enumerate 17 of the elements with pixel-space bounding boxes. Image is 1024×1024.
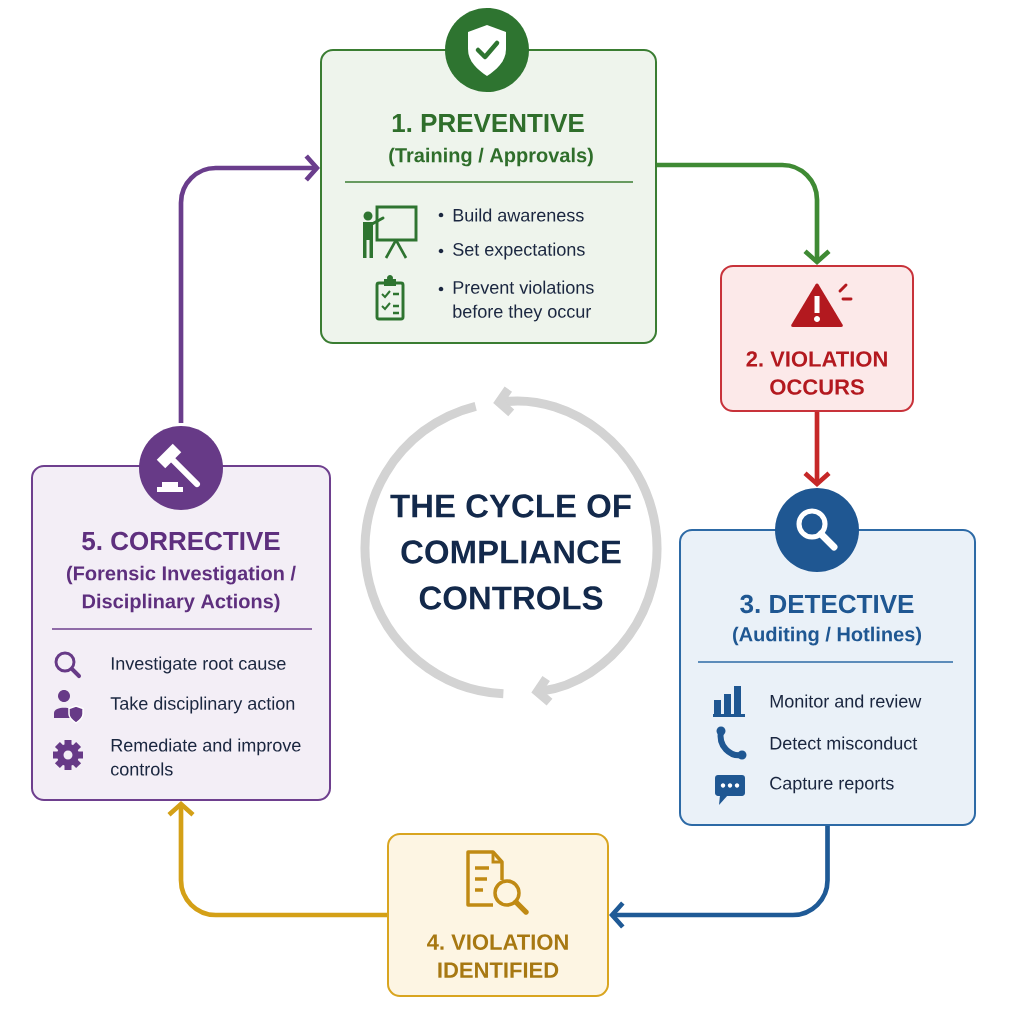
step-subtitle: (Auditing / Hotlines)	[733, 626, 921, 646]
step-title: 3. DETECTIVE	[740, 594, 914, 614]
step-subtitle: (Training / Approvals)	[389, 147, 593, 167]
step-title: 2. VIOLATION OCCURS	[746, 351, 887, 395]
step-title: 4. VIOLATION IDENTIFIED	[427, 934, 568, 978]
list-item: Remediate and improve controls	[111, 738, 301, 776]
list-item: Investigate root cause	[111, 656, 286, 674]
list-item: Detect misconduct	[770, 736, 918, 750]
list-item: Prevent violations before they occur	[453, 280, 594, 322]
step-title: 1. PREVENTIVE	[392, 114, 584, 132]
list-item: Monitor and review	[770, 694, 922, 708]
list-item: Build awareness	[453, 208, 584, 222]
step-title: 5. CORRECTIVE	[82, 531, 280, 551]
step-subtitle: (Forensic Investigation / Disciplinary Actions)	[67, 565, 296, 613]
list-item: Capture reports	[770, 776, 894, 794]
list-item: Take disciplinary action	[110, 696, 295, 714]
list-item: Set expectations	[453, 242, 585, 260]
